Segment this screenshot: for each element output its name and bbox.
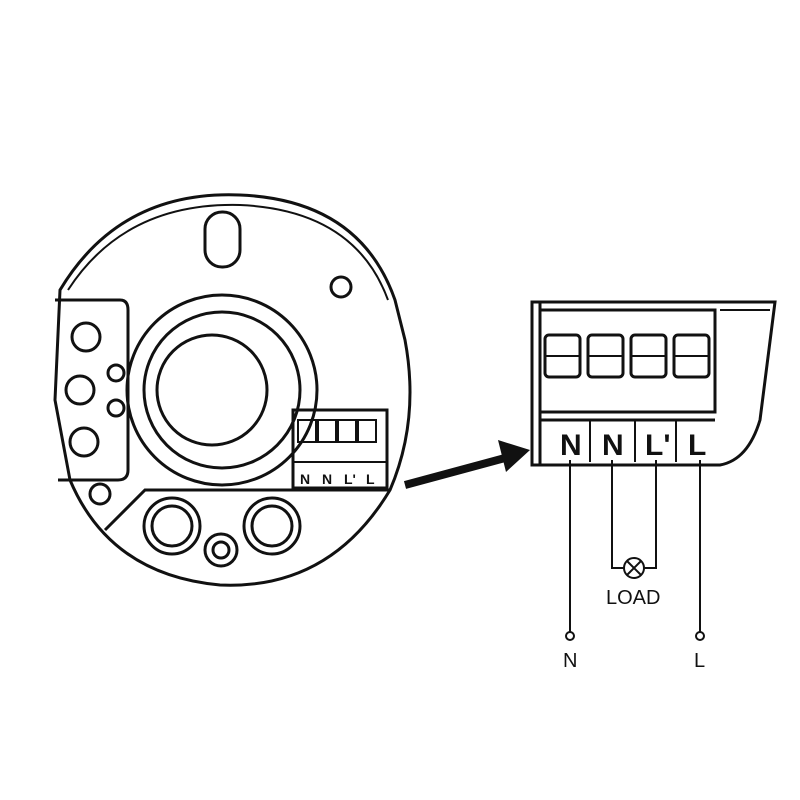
sensor-lens <box>155 333 269 447</box>
load-live-wire <box>644 460 657 569</box>
device-terminal-n2: N <box>322 471 332 487</box>
cable-entry <box>142 496 202 556</box>
sensor-device: N N L' L <box>53 193 412 587</box>
time-knob[interactable] <box>70 321 102 353</box>
cable-entry <box>242 496 302 556</box>
device-terminal-n1: N <box>300 471 310 487</box>
screw-hole <box>329 275 353 299</box>
device-terminal-lout: L' <box>344 471 356 487</box>
terminal-screws <box>543 333 711 379</box>
lux-knob[interactable] <box>64 374 96 406</box>
terminal-n1: N <box>560 429 582 462</box>
lamp-icon <box>623 557 645 579</box>
terminal-l: L <box>688 429 706 462</box>
device-terminal-l: L <box>366 471 375 487</box>
terminal-lout: L' <box>645 429 670 462</box>
zoom-arrow <box>403 440 530 489</box>
cable-entry-small <box>203 532 239 568</box>
terminal-block-enlarged: N N L' L <box>530 300 777 467</box>
device-terminal-block: N N L' L <box>291 408 389 490</box>
live-label: L <box>694 650 705 672</box>
mounting-slot <box>203 210 242 269</box>
load-neutral-wire <box>611 460 624 569</box>
screw-hole <box>88 482 112 506</box>
sens-knob[interactable] <box>68 426 100 458</box>
adjustment-knobs <box>64 321 126 458</box>
terminal-n2: N <box>602 429 624 462</box>
load-label: LOAD <box>606 587 660 609</box>
wiring: LOAD N L <box>563 460 705 672</box>
neutral-label: N <box>563 650 577 672</box>
